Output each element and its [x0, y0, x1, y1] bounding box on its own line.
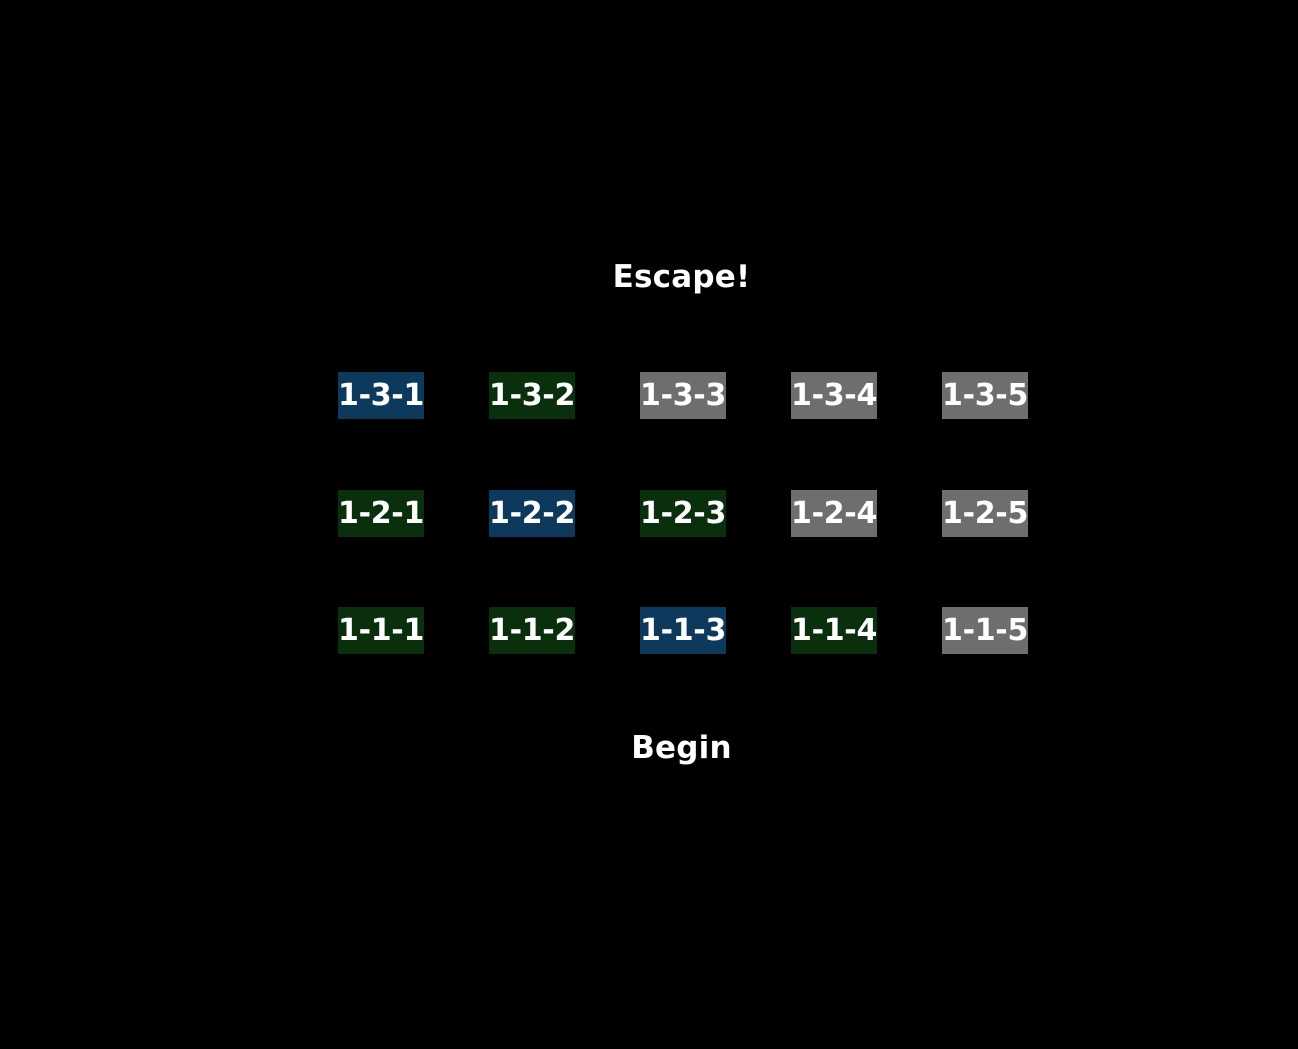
maze-cell[interactable]: 1-2-5	[942, 490, 1028, 537]
maze-cell[interactable]: 1-1-3	[640, 607, 726, 654]
maze-cell[interactable]: 1-1-2	[489, 607, 575, 654]
maze-grid: 1-3-1 1-3-2 1-3-3 1-3-4 1-3-5 1-2-1 1-2-…	[338, 372, 1028, 654]
maze-cell[interactable]: 1-3-4	[791, 372, 877, 419]
start-label: Begin	[631, 730, 732, 766]
maze-grid-row: 1-3-1 1-3-2 1-3-3 1-3-4 1-3-5	[338, 372, 1028, 419]
maze-cell[interactable]: 1-2-2	[489, 490, 575, 537]
maze-cell[interactable]: 1-3-3	[640, 372, 726, 419]
maze-cell[interactable]: 1-2-3	[640, 490, 726, 537]
maze-cell[interactable]: 1-3-5	[942, 372, 1028, 419]
maze-cell[interactable]: 1-3-2	[489, 372, 575, 419]
maze-cell[interactable]: 1-1-1	[338, 607, 424, 654]
maze-cell[interactable]: 1-3-1	[338, 372, 424, 419]
maze-cell[interactable]: 1-1-4	[791, 607, 877, 654]
goal-label: Escape!	[612, 259, 751, 295]
maze-grid-row: 1-2-1 1-2-2 1-2-3 1-2-4 1-2-5	[338, 490, 1028, 537]
maze-grid-row: 1-1-1 1-1-2 1-1-3 1-1-4 1-1-5	[338, 607, 1028, 654]
maze-cell[interactable]: 1-2-1	[338, 490, 424, 537]
maze-cell[interactable]: 1-1-5	[942, 607, 1028, 654]
maze-cell[interactable]: 1-2-4	[791, 490, 877, 537]
